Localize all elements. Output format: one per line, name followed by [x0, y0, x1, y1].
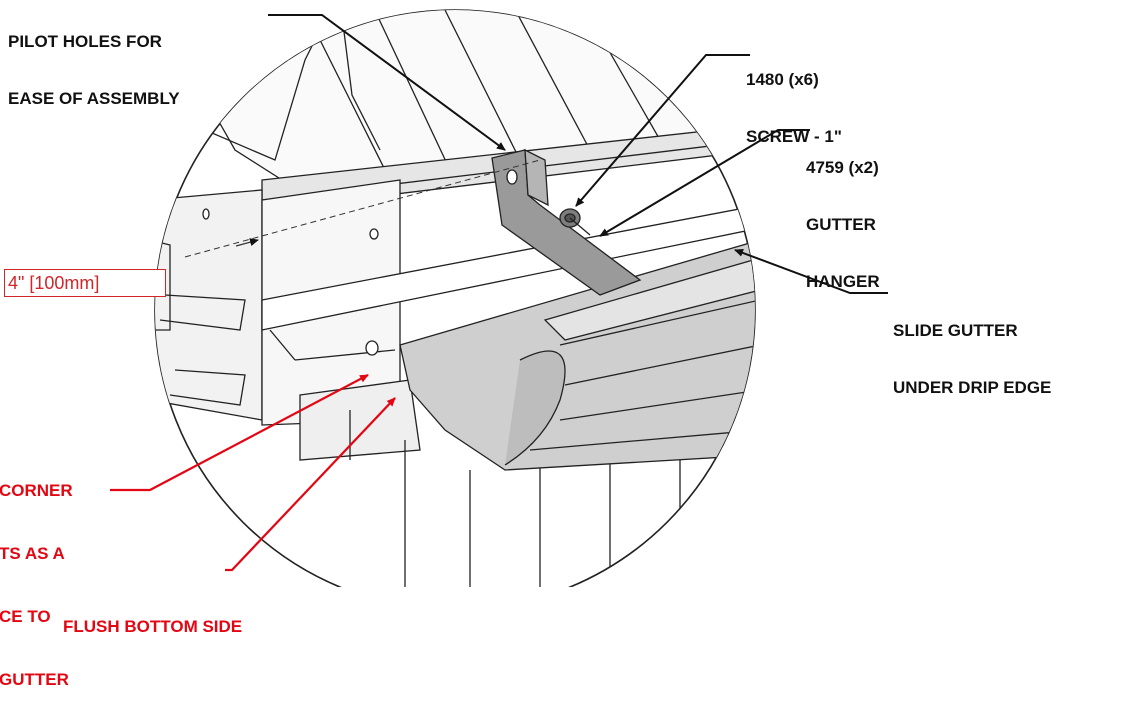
screw-line-2: SCREW - 1": [746, 127, 842, 146]
red-leaders: [110, 374, 396, 572]
corner-line-3: CE TO: [0, 607, 51, 626]
black-leaders: [268, 14, 888, 294]
slide-gutter-line-2: UNDER DRIP EDGE: [893, 378, 1052, 397]
hanger-leader: [599, 129, 810, 237]
corner-line-1: CORNER: [0, 481, 73, 500]
drip-edge: [261, 204, 755, 331]
screw-line-1: 1480 (x6): [746, 70, 819, 89]
pilot-holes-line-2: EASE OF ASSEMBLY: [8, 89, 180, 108]
dimension-text: 4" [100mm]: [8, 273, 100, 293]
gutter-hanger: [491, 148, 642, 296]
slide-gutter-line-1: SLIDE GUTTER: [893, 321, 1018, 340]
corner-leader: [110, 374, 369, 492]
flush-line-1: FLUSH BOTTOM SIDE: [63, 617, 243, 636]
assembly-illustration: [110, 9, 888, 587]
screw-leader: [575, 54, 750, 207]
hanger-label: 4759 (x2) GUTTER HANGER: [806, 120, 880, 310]
pilot-holes-leader: [268, 14, 506, 151]
hanger-line-3: HANGER: [806, 272, 880, 291]
dimension-box: [4, 269, 166, 297]
hanger-line-2: GUTTER: [806, 215, 876, 234]
pilot-holes-label: PILOT HOLES FOR EASE OF ASSEMBLY: [8, 0, 180, 127]
pilot-holes-line-1: PILOT HOLES FOR: [8, 32, 162, 51]
flush-leader: [225, 397, 396, 572]
screw-label: 1480 (x6) SCREW - 1": [746, 32, 842, 165]
screw: [559, 208, 591, 236]
corner-line-4: GUTTER: [0, 670, 69, 689]
slide-gutter-leader: [734, 249, 888, 294]
corner-label: CORNER TS AS A CE TO GUTTER: [0, 438, 73, 711]
hanger-line-1: 4759 (x2): [806, 158, 879, 177]
gutter-body: [399, 239, 755, 471]
detail-circle: [154, 9, 756, 587]
wall-panels: [155, 179, 401, 426]
corner-line-2: TS AS A: [0, 544, 65, 563]
slide-gutter-label: SLIDE GUTTER UNDER DRIP EDGE: [893, 283, 1051, 416]
